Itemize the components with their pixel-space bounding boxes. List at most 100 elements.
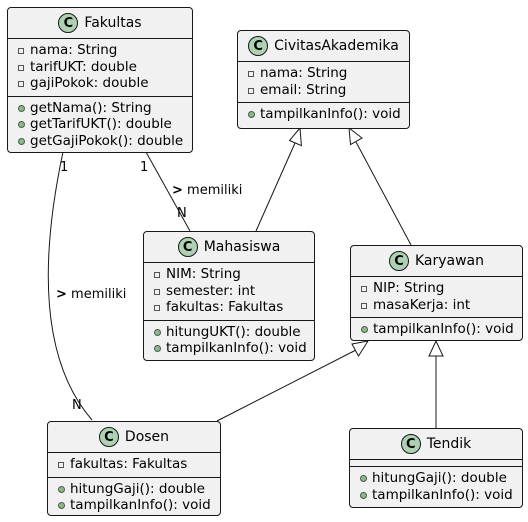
method-row: tampilkanInfo(): void [351, 321, 522, 338]
member-text: gajiPokok: double [30, 75, 149, 91]
public-visibility-icon [16, 100, 26, 117]
member-text: tampilkanInfo(): void [372, 486, 513, 503]
generalization-karyawan-civitas [355, 141, 412, 246]
member-text: nama: String [260, 65, 348, 81]
attribute-row: fakultas: Fakultas [48, 456, 220, 473]
method-row: hitungUKT(): double [144, 324, 314, 341]
private-visibility-icon [152, 266, 162, 283]
class-name: CivitasAkademika [274, 38, 399, 54]
generalization-mahasiswa-civitas [255, 142, 296, 232]
public-visibility-icon [152, 324, 162, 341]
class-header: C CivitasAkademika [238, 31, 409, 62]
direction-arrow: > [172, 183, 183, 198]
private-visibility-icon [246, 82, 256, 99]
association-label-fakultas-mahasiswa: > memiliki [172, 183, 242, 198]
private-visibility-icon [246, 65, 256, 82]
method-section: tampilkanInfo(): void [351, 317, 522, 342]
method-row: tampilkanInfo(): void [238, 106, 409, 123]
attribute-row: gajiPokok: double [8, 75, 192, 92]
member-text: tampilkanInfo(): void [373, 321, 514, 337]
class-stereotype-icon: C [177, 237, 198, 257]
public-visibility-icon [359, 321, 369, 338]
class-name: Fakultas [84, 15, 142, 31]
member-text: fakultas: Fakultas [166, 299, 284, 315]
association-fakultas-dosen [47, 151, 93, 421]
class-header: C Fakultas [8, 8, 192, 39]
public-visibility-icon [56, 497, 66, 514]
attribute-row: masaKerja: int [351, 297, 522, 314]
association-label-fakultas-dosen: > memiliki [56, 287, 126, 302]
attribute-row: fakultas: Fakultas [144, 299, 314, 316]
method-row: getGajiPokok(): double [8, 133, 192, 150]
class-header: C Tendik [350, 429, 522, 460]
method-row: hitungGaji(): double [350, 470, 522, 487]
public-visibility-icon [358, 487, 368, 504]
method-row: getTarifUKT(): double [8, 116, 192, 133]
method-row: tampilkanInfo(): void [350, 487, 522, 504]
multiplicity-fakultas-dosen-source: 1 [60, 160, 69, 175]
member-text: masaKerja: int [373, 296, 471, 313]
member-text: getTarifUKT(): double [30, 116, 172, 132]
member-text: getNama(): String [30, 99, 152, 116]
method-row: getNama(): String [8, 100, 192, 117]
attribute-row: tarifUKT: double [8, 59, 192, 76]
direction-arrow: > [56, 287, 67, 302]
member-text: tampilkanInfo(): void [260, 106, 401, 122]
attribute-row: NIP: String [351, 280, 522, 297]
member-text: tampilkanInfo(): void [166, 340, 307, 356]
public-visibility-icon [246, 106, 256, 123]
member-text: hitungUKT(): double [166, 323, 301, 340]
class-stereotype-icon: C [248, 36, 269, 56]
attribute-row: nama: String [8, 42, 192, 59]
class-stereotype-icon: C [388, 251, 409, 271]
member-text: nama: String [30, 42, 118, 58]
private-visibility-icon [56, 456, 66, 473]
multiplicity-fakultas-mahasiswa-target: N [177, 206, 187, 221]
member-text: fakultas: Fakultas [70, 456, 188, 472]
member-text: NIP: String [373, 280, 445, 296]
attribute-row: email: String [238, 82, 409, 99]
generalization-arrowhead-karyawan [348, 126, 363, 146]
member-text: tampilkanInfo(): void [70, 497, 211, 513]
private-visibility-icon [152, 299, 162, 316]
method-section: tampilkanInfo(): void [238, 102, 409, 127]
class-name: Dosen [124, 429, 170, 445]
association-name: memiliki [187, 183, 243, 198]
attribute-row: nama: String [238, 65, 409, 82]
member-text: hitungGaji(): double [70, 480, 205, 497]
member-text: getGajiPokok(): double [30, 132, 184, 149]
generalization-arrowhead-dosen [351, 340, 370, 357]
attribute-section: fakultas: Fakultas [48, 453, 220, 477]
public-visibility-icon [16, 133, 26, 150]
attribute-row: NIM: String [144, 266, 314, 283]
generalization-arrowhead-tendik [428, 339, 444, 357]
private-visibility-icon [16, 75, 26, 92]
attribute-row: semester: int [144, 283, 314, 300]
class-name: Tendik [426, 436, 472, 452]
class-stereotype-icon: C [400, 434, 421, 454]
public-visibility-icon [16, 116, 26, 133]
public-visibility-icon [56, 481, 66, 498]
association-fakultas-mahasiswa [145, 151, 191, 232]
public-visibility-icon [152, 340, 162, 357]
class-stereotype-icon: C [58, 13, 79, 33]
member-text: semester: int [166, 282, 256, 299]
multiplicity-fakultas-mahasiswa-source: 1 [140, 160, 149, 175]
method-row: tampilkanInfo(): void [144, 340, 314, 357]
private-visibility-icon [152, 283, 162, 300]
method-row: hitungGaji(): double [48, 481, 220, 498]
